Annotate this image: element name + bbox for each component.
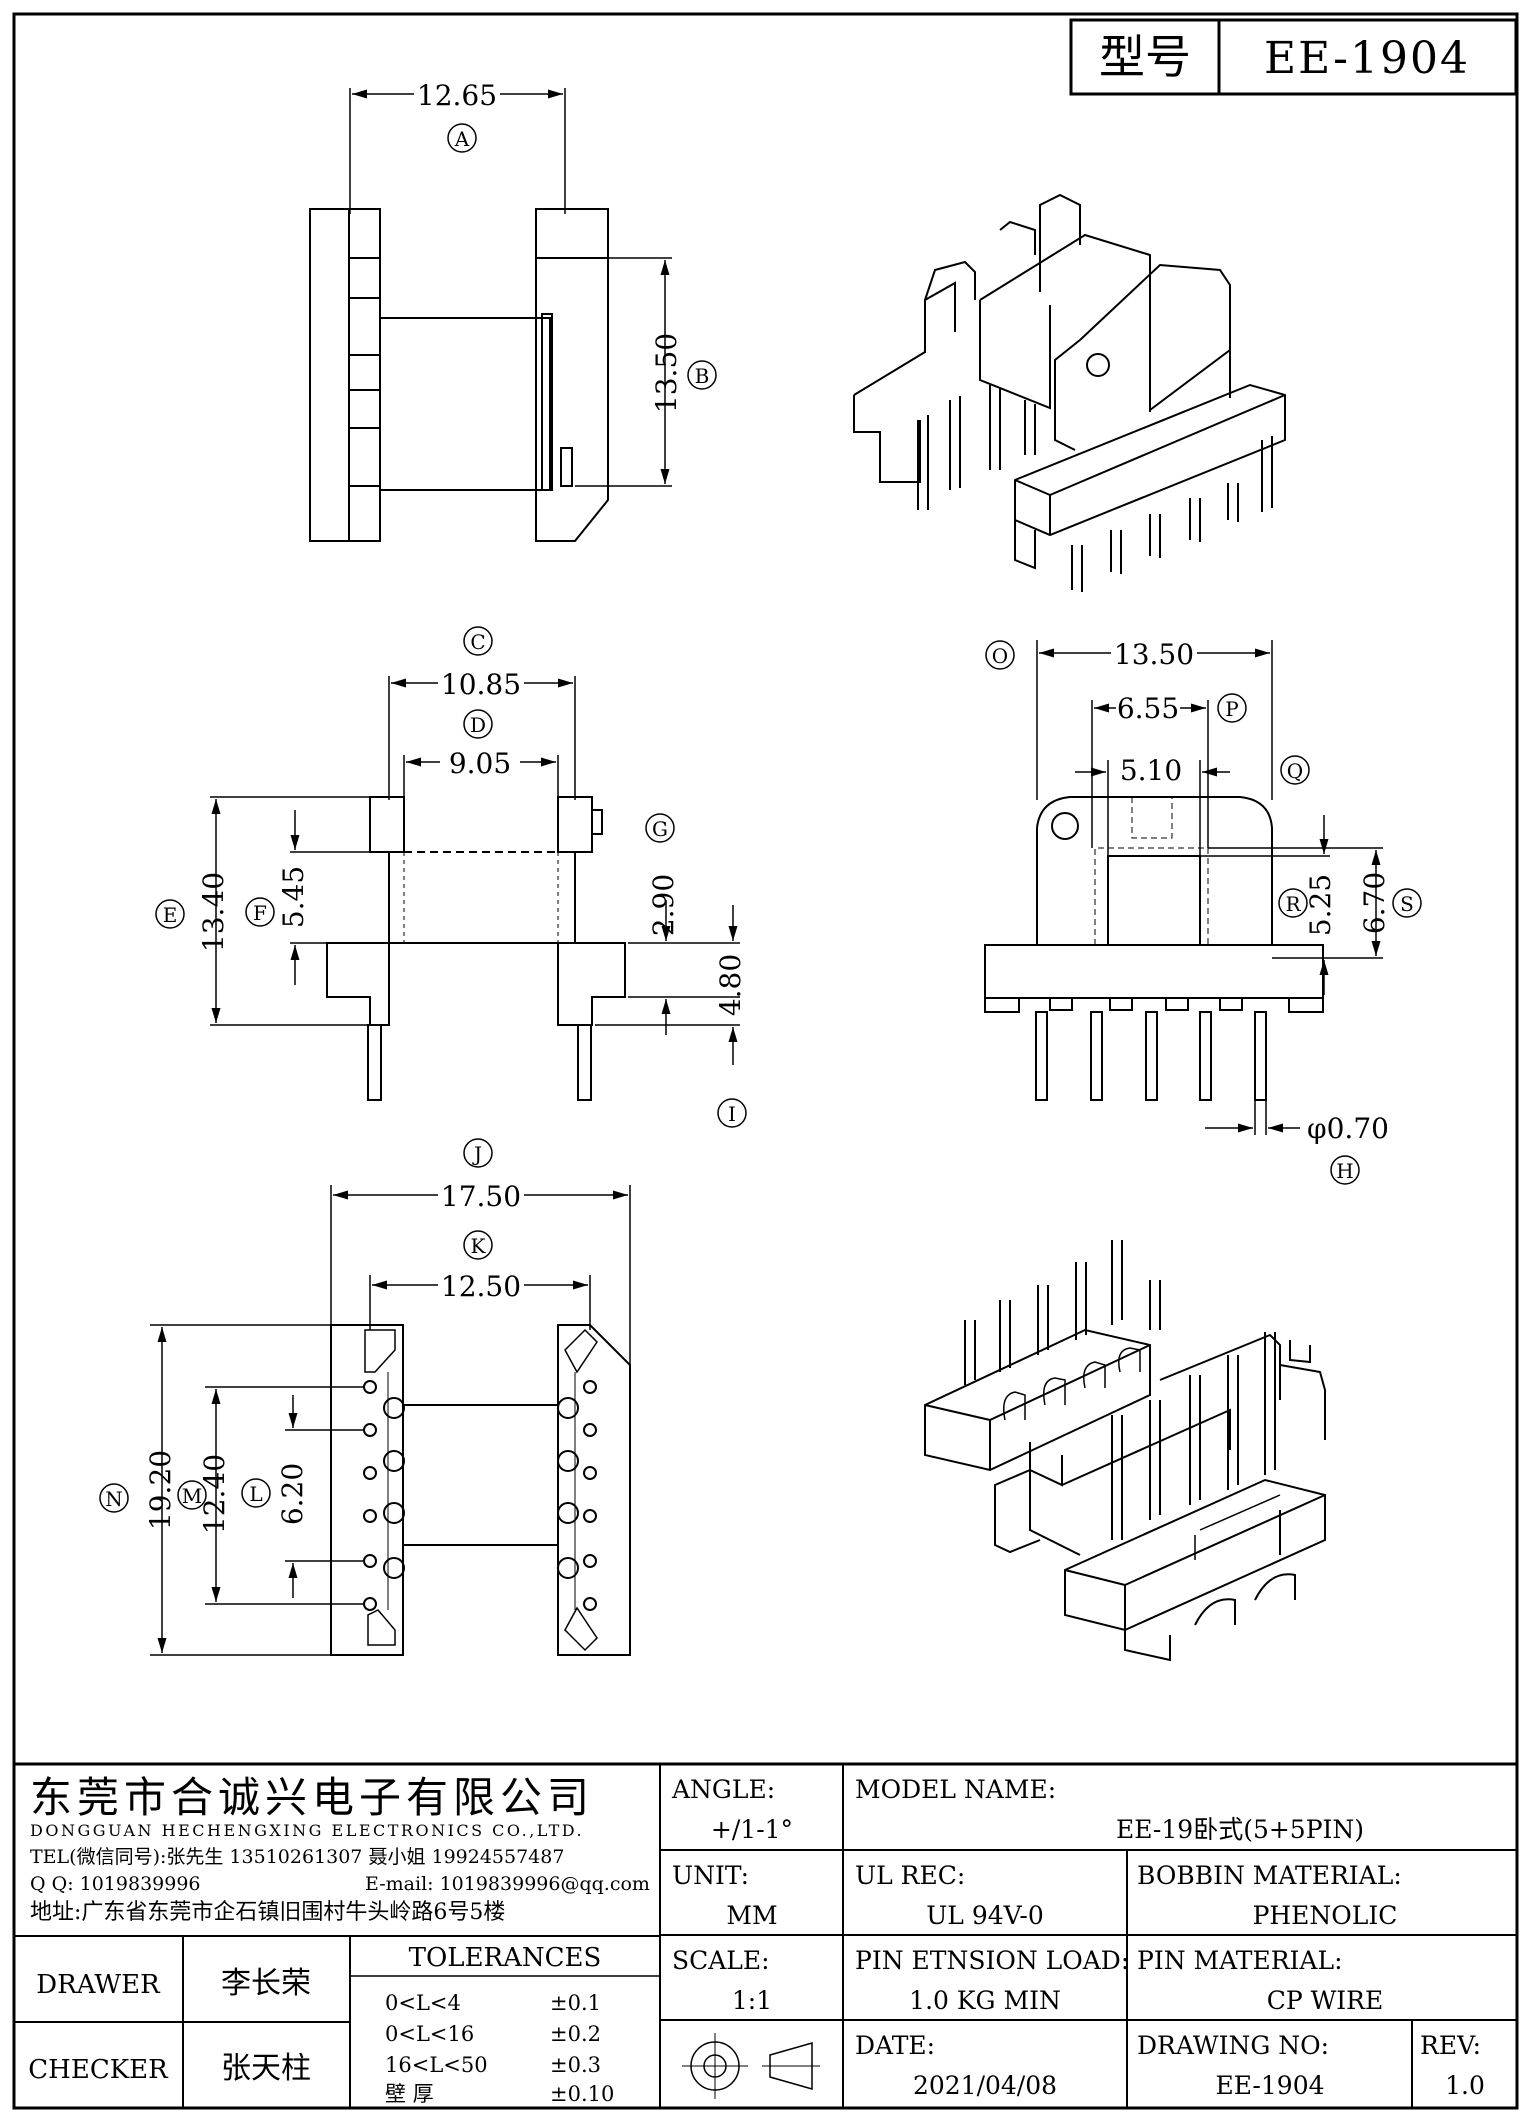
dim-G-value: 2.90 (647, 874, 680, 936)
marker-C: C (470, 630, 485, 654)
marker-A: A (454, 127, 470, 151)
scale-label: SCALE: (672, 1946, 770, 1975)
bottom-view (330, 1324, 631, 1656)
dim-S-value: 6.70 (1358, 872, 1391, 934)
rev-label: REV: (1420, 2031, 1481, 2060)
model-name-label: MODEL NAME: (855, 1775, 1056, 1804)
title-block (14, 1762, 1517, 2108)
marker-K: K (471, 1234, 487, 1258)
pin-material-label: PIN MATERIAL: (1137, 1946, 1343, 1975)
dim-K-value: 12.50 (441, 1270, 521, 1303)
dim-D-value: 9.05 (449, 747, 511, 780)
dim-F-value: 5.45 (277, 866, 310, 928)
date-label: DATE: (855, 2031, 935, 2060)
date-value: 2021/04/08 (913, 2071, 1057, 2100)
scale-value: 1:1 (732, 1986, 772, 2015)
tol-range-1: 0<L<16 (385, 2022, 474, 2046)
isometric-view-top (853, 193, 1286, 592)
marker-M: M (182, 1484, 202, 1508)
angle-value: +/1-1° (711, 1815, 793, 1844)
pin-load-label: PIN ETNSION LOAD: (855, 1946, 1129, 1975)
unit-value: MM (726, 1901, 777, 1930)
tol-range-3: 壁 厚 (385, 2082, 434, 2106)
company-name-cn: 东莞市合诚兴电子有限公司 (30, 1773, 594, 1822)
model-value: EE-1904 (1264, 33, 1470, 84)
ul-label: UL REC: (855, 1861, 965, 1890)
company-tel: TEL(微信同号):张先生 13510261307 聂小姐 1992455748… (30, 1846, 564, 1868)
checker-label: CHECKER (28, 2055, 169, 2085)
dim-E-value: 13.40 (197, 872, 230, 952)
tol-range-0: 0<L<4 (385, 1991, 461, 2015)
checker-name: 张天柱 (221, 2051, 311, 2086)
end-view (984, 796, 1324, 1101)
marker-R: R (1285, 892, 1301, 916)
drawing-no-value: EE-1904 (1215, 2071, 1324, 2100)
company-name-en: DONGGUAN HECHENGXING ELECTRONICS CO.,LTD… (30, 1821, 584, 1840)
ul-value: UL 94V-0 (926, 1901, 1044, 1930)
dim-I-value: 4.80 (714, 954, 747, 1016)
dim-Q-value: 5.10 (1120, 754, 1182, 787)
marker-I: I (728, 1102, 736, 1126)
bobbin-label: BOBBIN MATERIAL: (1137, 1861, 1402, 1890)
tol-value-0: ±0.1 (550, 1991, 601, 2015)
model-name-value: EE-19卧式(5+5PIN) (1116, 1815, 1364, 1844)
dim-L-value: 6.20 (276, 1463, 309, 1525)
dim-N-value: 19.20 (144, 1450, 177, 1530)
marker-F: F (253, 901, 267, 925)
marker-Q: Q (1287, 759, 1303, 783)
unit-label: UNIT: (672, 1861, 749, 1890)
marker-N: N (105, 1487, 123, 1511)
marker-S: S (1400, 892, 1414, 916)
dim-O-value: 13.50 (1114, 638, 1194, 671)
pin-load-value: 1.0 KG MIN (909, 1986, 1061, 2015)
company-address: 地址:广东省东莞市企石镇旧围村牛头岭路6号5楼 (30, 1900, 505, 1925)
isometric-view-bottom (924, 1240, 1326, 1662)
drawer-name: 李长荣 (221, 1966, 311, 2001)
company-qq: Q Q: 1019839996 (30, 1873, 201, 1895)
dim-J-value: 17.50 (441, 1180, 521, 1213)
tolerances-title: TOLERANCES (409, 1943, 602, 1973)
marker-L: L (249, 1482, 262, 1506)
tol-value-3: ±0.10 (550, 2082, 614, 2106)
dim-B-value: 13.50 (650, 333, 683, 413)
header-model-box: 型号 EE-1904 (1069, 18, 1518, 96)
dim-M-value: 12.40 (198, 1454, 231, 1534)
dim-H-value: φ0.70 (1307, 1112, 1389, 1145)
tol-value-2: ±0.3 (550, 2053, 601, 2077)
side-view (326, 796, 626, 1101)
sheet-border (12, 12, 1519, 2110)
marker-D: D (470, 713, 486, 737)
front-view (309, 208, 609, 542)
angle-label: ANGLE: (671, 1775, 775, 1804)
rev-value: 1.0 (1445, 2071, 1485, 2100)
pin-material-value: CP WIRE (1267, 1986, 1384, 2015)
drawer-label: DRAWER (36, 1970, 161, 2000)
model-label: 型号 (1099, 30, 1191, 84)
dim-R-value: 5.25 (1304, 874, 1337, 936)
dim-C-value: 10.85 (441, 668, 521, 701)
marker-B: B (695, 364, 710, 388)
bobbin-value: PHENOLIC (1253, 1901, 1398, 1930)
drawing-no-label: DRAWING NO: (1137, 2031, 1329, 2060)
marker-J: J (472, 1142, 482, 1166)
dim-A-value: 12.65 (417, 79, 497, 112)
company-email: E-mail: 1019839996@qq.com (365, 1873, 650, 1895)
marker-H: H (1336, 1159, 1353, 1183)
tol-range-2: 16<L<50 (385, 2053, 488, 2077)
dim-P-value: 6.55 (1117, 692, 1179, 725)
marker-G: G (652, 817, 668, 841)
marker-O: O (992, 644, 1008, 668)
marker-P: P (1225, 697, 1238, 721)
tol-value-1: ±0.2 (550, 2022, 601, 2046)
marker-E: E (163, 903, 178, 927)
